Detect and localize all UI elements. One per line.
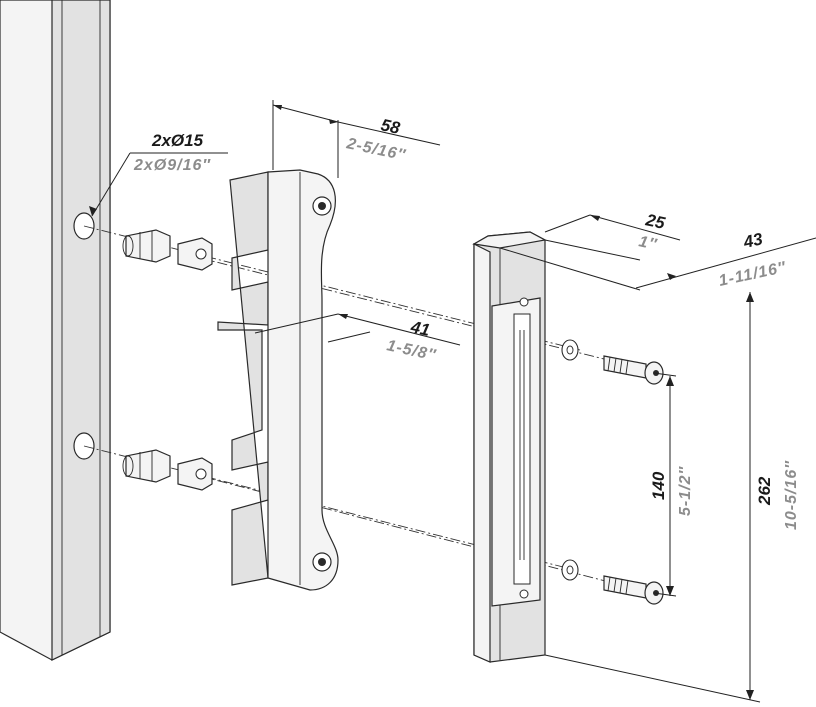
dimension-screw-spacing: 140 5-1/2″ bbox=[649, 372, 694, 597]
screw-spacing-imperial: 5-1/2″ bbox=[677, 466, 694, 516]
dimension-lock-thickness: 25 1″ bbox=[544, 210, 681, 261]
dimension-bracket-depth: 58 2-5/16″ bbox=[272, 100, 441, 178]
lock-thickness-imperial: 1″ bbox=[637, 233, 659, 254]
hole-diameter-metric: 2xØ15 bbox=[151, 131, 204, 150]
lock-height-imperial: 10-5/16″ bbox=[783, 460, 800, 530]
hole-diameter-imperial: 2xØ9/16″ bbox=[133, 157, 211, 174]
hole-callout: 2xØ15 2xØ9/16″ bbox=[89, 131, 228, 217]
washer-upper bbox=[561, 339, 579, 361]
screw-lower bbox=[603, 575, 664, 605]
lock-width-imperial: 1-11/16″ bbox=[717, 259, 788, 290]
bracket-depth-metric: 58 bbox=[379, 115, 402, 138]
bracket-depth-imperial: 2-5/16″ bbox=[344, 135, 408, 164]
insert-lower bbox=[122, 449, 213, 491]
lock-width-metric: 43 bbox=[741, 229, 765, 252]
washer-lower bbox=[561, 559, 579, 581]
insert-upper bbox=[122, 229, 213, 271]
mounting-bracket bbox=[217, 169, 339, 591]
bracket-offset-metric: 41 bbox=[408, 317, 431, 340]
square-post bbox=[0, 0, 111, 661]
bracket-offset-imperial: 1-5/8″ bbox=[385, 337, 438, 364]
lock-height-metric: 262 bbox=[755, 476, 774, 506]
dimension-lock-height: 262 10-5/16″ bbox=[544, 292, 800, 703]
lock-body bbox=[472, 231, 547, 663]
lock-thickness-metric: 25 bbox=[643, 210, 667, 233]
screw-upper bbox=[603, 355, 664, 385]
alignment-lines bbox=[83, 225, 641, 591]
screw-spacing-metric: 140 bbox=[649, 471, 668, 500]
